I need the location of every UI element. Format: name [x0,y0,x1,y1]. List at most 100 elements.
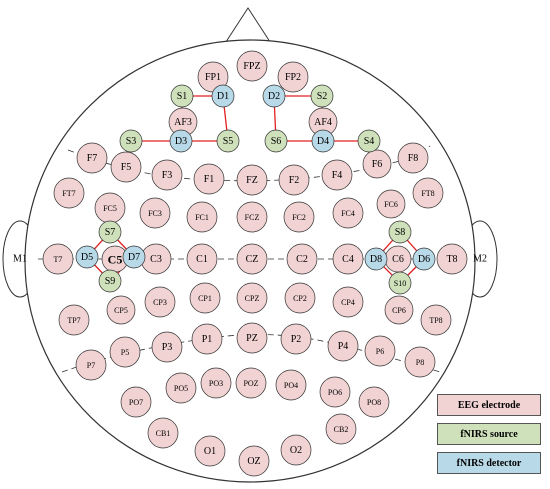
electrode-f2-label: F2 [289,175,300,186]
electrode-c1-circle [186,243,218,275]
electrode-poz: POZ [235,367,267,399]
electrode-cp1-label: CP1 [198,294,212,303]
electrode-p5: P5 [109,336,141,368]
electrode-cz-label: CZ [246,254,259,265]
electrode-c3: C3 [140,243,172,275]
electrode-f6-circle [362,149,392,179]
electrode-fcz-label: FCZ [245,213,260,222]
electrode-tp8: TP8 [420,304,452,336]
electrode-fc4-label: FC4 [341,209,355,218]
source-s3-label: S3 [126,136,137,147]
electrode-o1: O1 [194,435,226,467]
electrode-ft8-circle [412,177,444,209]
electrode-fc3-label: FC3 [148,209,162,218]
electrode-o1-circle [194,435,226,467]
source-s8-label: S8 [395,227,406,238]
electrode-po8-circle [358,386,390,418]
electrode-po3: PO3 [200,367,232,399]
source-s3: S3 [119,129,143,153]
electrode-f3: F3 [151,159,183,191]
electrode-t8: T8 [436,243,468,275]
electrode-cpz-circle [236,282,268,314]
electrode-fc3-circle [139,197,171,229]
electrode-p3: P3 [151,331,183,363]
detector-d1-circle [211,84,235,108]
electrode-po5-label: PO5 [174,384,188,393]
electrode-cb1-circle [147,417,179,449]
electrode-po7-circle [120,386,152,418]
electrode-cz: CZ [236,243,268,275]
electrode-po4-circle [275,369,307,401]
electrode-o2-label: O2 [290,445,302,456]
electrode-po5: PO5 [165,372,197,404]
electrode-f1-label: F1 [204,174,215,185]
legend-fnirs-detector: fNIRS detector [437,452,541,474]
electrode-f4-circle [321,159,353,191]
electrode-p7-label: P7 [87,361,95,370]
electrode-p8-label: P8 [416,358,424,367]
detector-d6-label: D6 [418,254,430,265]
electrode-f5-circle [110,151,142,183]
detector-d5: D5 [75,245,99,269]
electrode-p3-label: P3 [162,342,173,353]
electrode-p3-circle [151,331,183,363]
electrode-fp1-label: FP1 [205,72,221,83]
ear-label-left: M1 [13,254,27,265]
electrode-fc2-circle [283,201,315,233]
electrode-p2-label: P2 [291,334,302,345]
electrode-tp8-label: TP8 [429,316,442,325]
detector-d6-circle [412,247,436,271]
detector-d5-label: D5 [81,252,93,263]
detector-d4: D4 [311,129,335,153]
source-s10-label: S10 [394,279,406,288]
electrode-ft8: FT8 [412,177,444,209]
electrode-fpz: FPZ [236,50,268,82]
electrode-po8-label: PO8 [367,398,381,407]
electrode-p4: P4 [327,330,359,362]
electrode-f3-circle [151,159,183,191]
electrode-cp6-circle [384,295,414,325]
electrode-p8: P8 [404,346,436,378]
electrode-p1-circle [191,323,223,355]
electrode-cp2-label: CP2 [293,294,307,303]
electrode-tp7-label: TP7 [67,316,80,325]
electrode-po3-label: PO3 [209,379,223,388]
electrode-pz-label: PZ [246,333,258,344]
electrode-t7-circle [42,243,74,275]
detector-d4-circle [311,129,335,153]
source-s6-circle [264,129,288,153]
source-s2-label: S2 [317,91,328,102]
electrode-cp1-circle [189,282,221,314]
electrode-ft7-label: FT7 [62,189,75,198]
electrode-ft8-label: FT8 [421,189,434,198]
electrode-fc5-label: FC5 [103,204,117,213]
electrode-c4: C4 [332,243,364,275]
electrode-po3-circle [200,367,232,399]
electrode-fp2-label: FP2 [285,72,301,83]
electrode-cp4: CP4 [332,286,364,318]
electrode-pz: PZ [236,322,268,354]
electrode-po4: PO4 [275,369,307,401]
nose [221,7,275,49]
source-s1: S1 [170,84,194,108]
electrode-c6-label: C6 [392,254,404,265]
electrode-fpz-label: FPZ [243,61,260,72]
source-s9-label: S9 [105,276,116,287]
detector-d1: D1 [211,84,235,108]
electrode-po7-label: PO7 [129,398,143,407]
source-s4: S4 [357,129,381,153]
electrode-f6: F6 [362,149,392,179]
detector-d2: D2 [262,84,286,108]
electrode-p1-label: P1 [202,334,213,345]
detector-d2-label: D2 [268,91,280,102]
electrode-fc6-circle [376,189,406,219]
source-s8: S8 [388,220,412,244]
source-s3-circle [119,129,143,153]
source-s9-circle [98,269,122,293]
electrode-cb1: CB1 [147,417,179,449]
electrode-p8-circle [404,346,436,378]
electrode-cb2-label: CB2 [334,425,349,434]
electrode-fc5: FC5 [94,192,126,224]
source-s4-label: S4 [364,136,375,147]
source-s5-circle [216,129,240,153]
